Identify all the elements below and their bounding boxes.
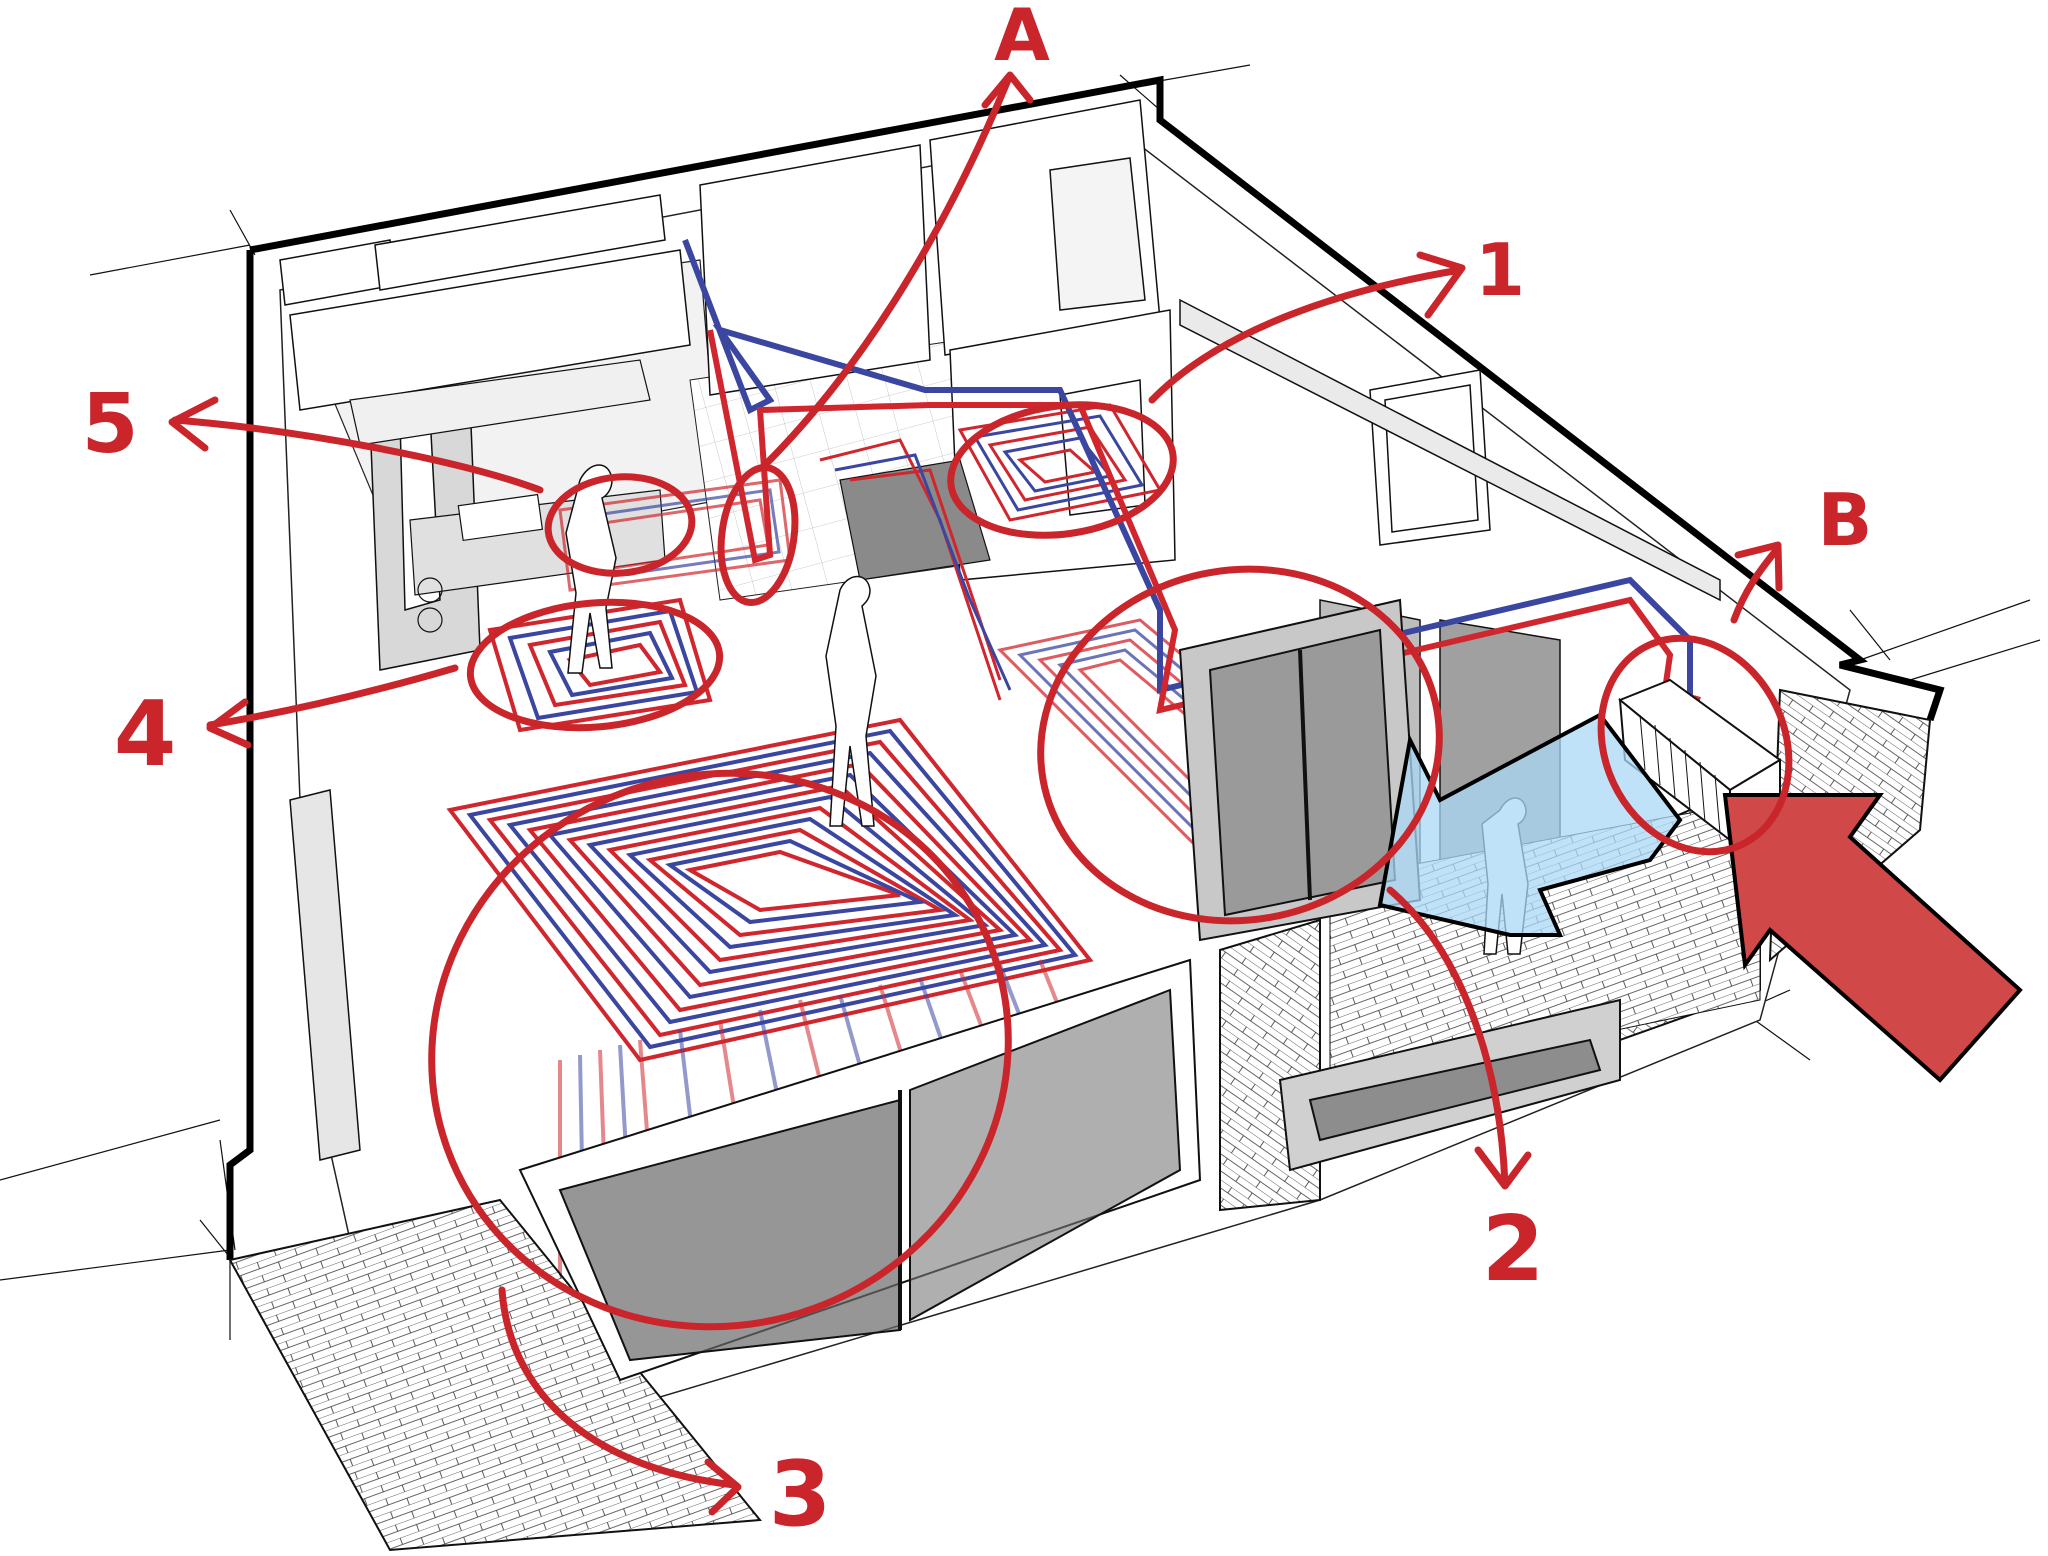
annotation-leaders (168, 71, 1783, 1516)
building-outline (226, 75, 1945, 1260)
circle-loop-2 (1037, 565, 1443, 925)
circle-loop-5 (544, 473, 696, 577)
label-b: B (1818, 478, 1873, 562)
circle-loop-1 (947, 401, 1177, 539)
living-room-window (518, 958, 1202, 1382)
circle-manifold-a (717, 463, 799, 607)
annotation-labels: A B 1 2 3 4 5 (81, 0, 1872, 1547)
annotation-circles (428, 401, 1793, 1331)
circle-heat-pump-b (1597, 634, 1793, 856)
heat-input-arrow (1722, 793, 2023, 1083)
circle-loop-4 (466, 598, 724, 732)
label-4: 4 (114, 682, 177, 787)
label-2: 2 (1482, 1197, 1545, 1302)
label-1: 1 (1475, 228, 1525, 312)
circle-loop-3 (428, 769, 1012, 1331)
label-5: 5 (81, 377, 138, 472)
label-a: A (994, 0, 1050, 77)
label-3: 3 (769, 1442, 832, 1547)
heating-loop-hallway (819, 438, 1012, 701)
interior-walls (279, 99, 1721, 1161)
balcony-door (1178, 598, 1422, 942)
